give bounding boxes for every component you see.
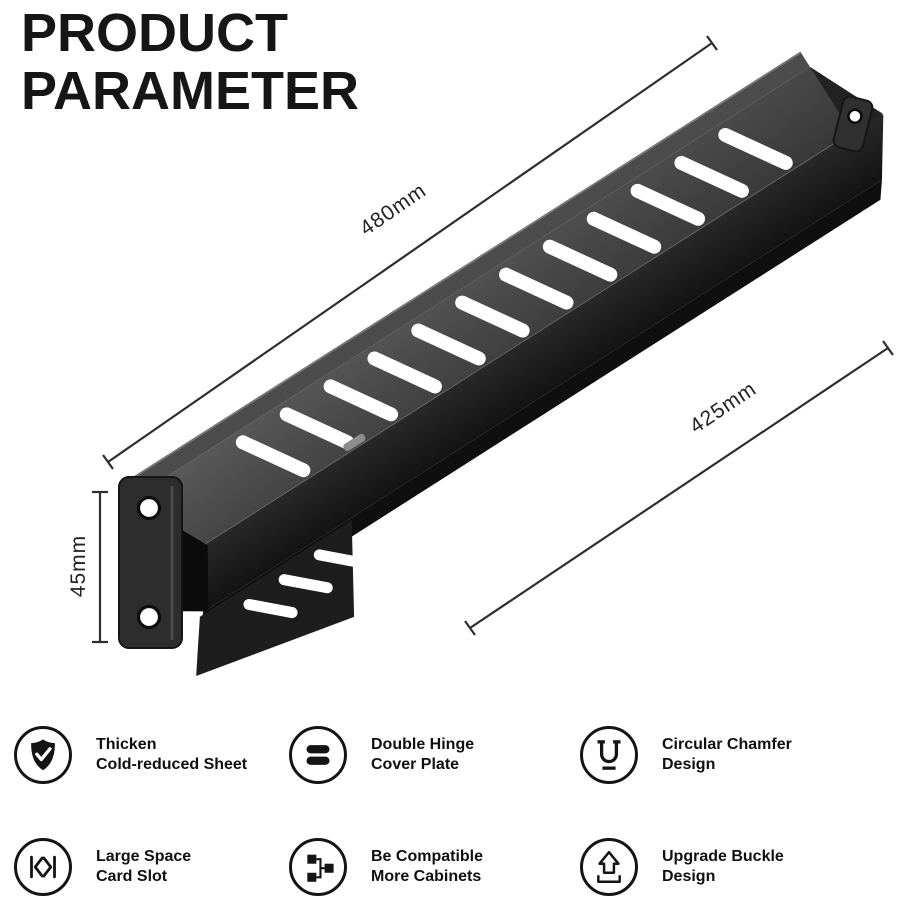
page-title-line1: PRODUCT	[21, 3, 288, 63]
feature-list: Thicken Cold-reduced Sheet Double Hinge …	[14, 726, 887, 896]
dimension-line-depth	[464, 340, 894, 636]
feature-text: Thicken Cold-reduced Sheet	[96, 736, 248, 773]
mounting-flange-left	[118, 476, 183, 649]
open-end-floor	[196, 520, 355, 677]
feature-item-card-slot: Large Space Card Slot	[14, 838, 289, 896]
feature-item-compatible: Be Compatible More Cabinets	[289, 838, 580, 896]
cover-slots	[235, 127, 793, 478]
dimension-line-height	[92, 490, 108, 644]
floor-slots	[243, 549, 368, 619]
feature-text: Circular Chamfer Design	[662, 736, 792, 773]
double-hinge-icon	[289, 726, 347, 784]
dimension-lines	[92, 35, 894, 644]
hinge-highlight	[343, 433, 366, 452]
page-title: PRODUCT PARAMETER	[21, 4, 359, 120]
bottom-lip	[201, 179, 882, 633]
feature-text: Be Compatible More Cabinets	[371, 848, 484, 885]
feature-item-double-hinge: Double Hinge Cover Plate	[289, 726, 580, 784]
mounting-ear-right	[832, 95, 874, 153]
feature-item-upgrade-buckle: Upgrade Buckle Design	[580, 838, 887, 896]
back-rail	[121, 51, 810, 500]
feature-item-chamfer: Circular Chamfer Design	[580, 726, 887, 784]
upgrade-arrow-icon	[580, 838, 638, 896]
dimension-label-height: 45mm	[67, 534, 91, 598]
cable-manager-body	[121, 51, 884, 677]
shield-check-icon	[14, 726, 72, 784]
feature-item-thicken-sheet: Thicken Cold-reduced Sheet	[14, 726, 289, 784]
feature-text: Double Hinge Cover Plate	[371, 736, 475, 773]
flange-hole-bottom	[136, 604, 162, 630]
product-illustration	[92, 35, 894, 677]
chamfer-u-icon	[580, 726, 638, 784]
front-face	[203, 113, 883, 613]
page-title-line2: PARAMETER	[21, 61, 360, 121]
cabinet-network-icon	[289, 838, 347, 896]
dimension-line-length	[102, 35, 718, 470]
flange-hole-top	[136, 495, 162, 521]
feature-text: Large Space Card Slot	[96, 848, 192, 885]
card-slot-arrows-icon	[14, 838, 72, 896]
cover-face	[131, 66, 883, 546]
feature-text: Upgrade Buckle Design	[662, 848, 784, 885]
